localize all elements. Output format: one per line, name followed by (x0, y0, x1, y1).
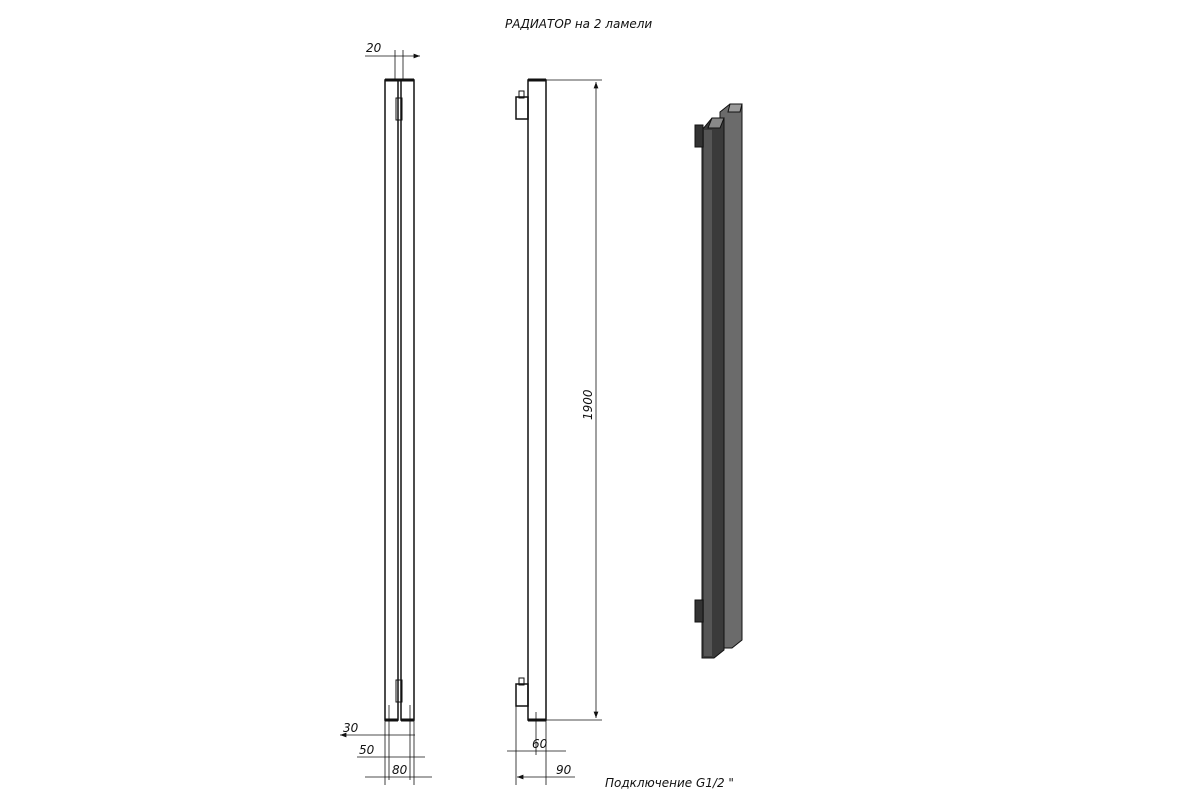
side-view (515, 78, 602, 785)
front-dimensions (340, 53, 432, 778)
side-dimensions (507, 82, 599, 780)
dim-total-width: 80 (392, 763, 408, 777)
drawing-title: РАДИАТОР на 2 ламели (505, 17, 652, 31)
dim-total-depth: 90 (556, 763, 572, 777)
radiator-3d-render (694, 103, 743, 659)
connection-caption: Подключение G1/2 " (605, 776, 734, 790)
dim-bar-depth: 60 (532, 737, 548, 751)
dim-height: 1900 (581, 389, 595, 420)
front-view (384, 50, 415, 785)
dim-inner-width: 50 (359, 743, 375, 757)
dim-bar-spacing: 30 (343, 721, 359, 735)
dim-gap-width: 20 (366, 41, 382, 55)
